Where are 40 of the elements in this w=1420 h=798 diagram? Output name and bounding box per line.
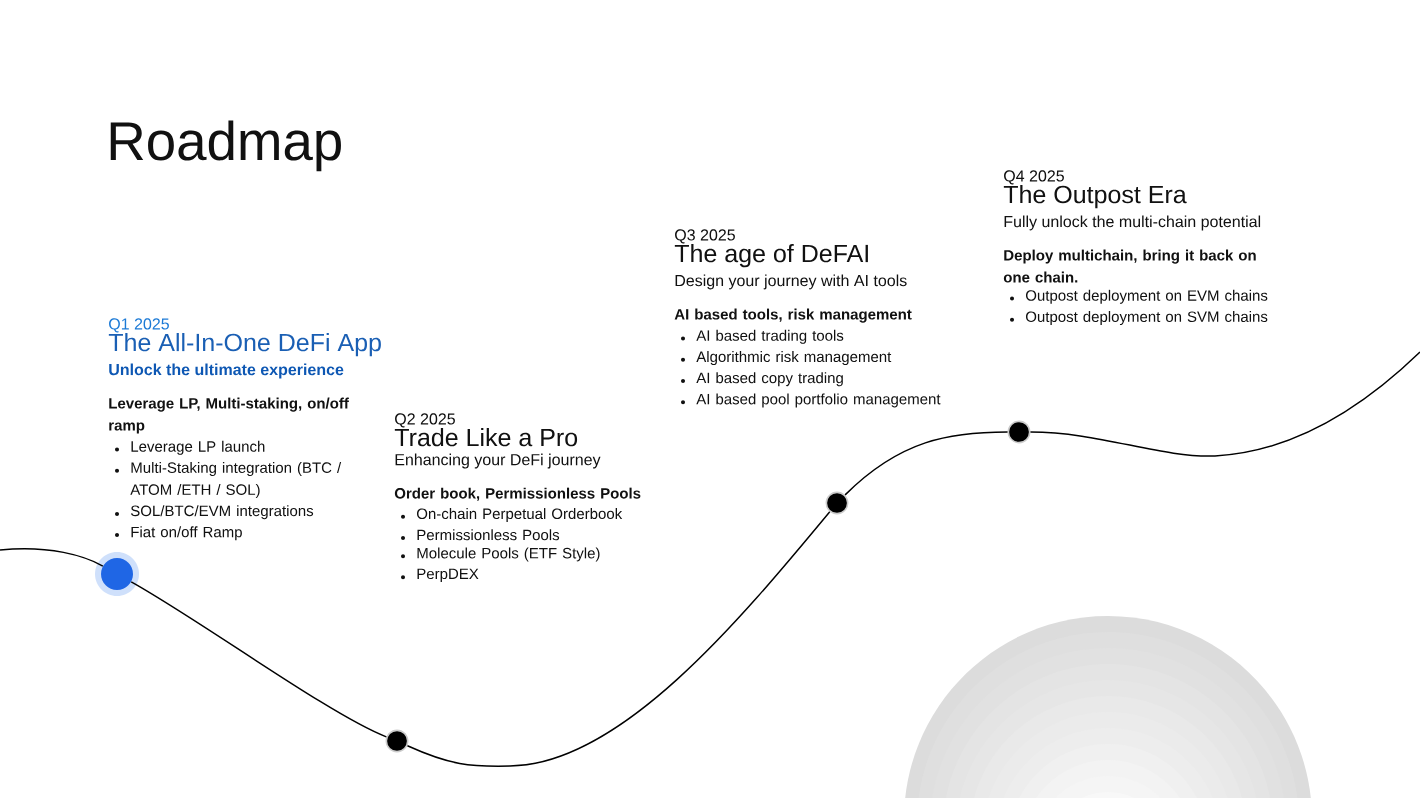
section-heading: Deploy multichain, bring it back on one chain. (1003, 249, 1256, 283)
milestone-title: Trade Like a Pro (394, 427, 578, 447)
bullet-item: PerpDEX (401, 568, 479, 583)
bullet-item: AI based trading tools (681, 329, 844, 344)
timeline-curve (406, 511, 831, 767)
quarter-label: Q3 2025 (675, 229, 735, 244)
bullet-item: Leverage LP launch (115, 440, 265, 455)
bullet-item: AI based pool portfolio management (681, 393, 941, 408)
bullet-item: Algorithmic risk management (681, 351, 892, 365)
bullet-item: Molecule Pools (ETF Style) (401, 547, 600, 562)
bullet-item: AI based copy trading (681, 372, 843, 387)
section-heading: Leverage LP, Multi-staking, on/off ramp (109, 397, 349, 434)
quarter-label: Q2 2025 (395, 413, 455, 428)
milestone-title: The All-In-One DeFi App (108, 332, 381, 357)
bullet-item: SOL/BTC/EVM integrations (115, 505, 314, 520)
timeline-curve (0, 548, 104, 567)
section-heading: Order book, Permissionless Pools (394, 487, 641, 501)
milestone-title: The age of DeFAI (674, 244, 868, 268)
bullet-item: Multi-Staking integration (BTC / ATOM /ETH / SOL) (115, 461, 342, 498)
milestone-dot (1007, 420, 1031, 444)
section-heading: AI based tools, risk management (674, 308, 912, 323)
milestone-subtitle: Enhancing your DeFi journey (395, 453, 601, 469)
milestone-dot (95, 552, 139, 596)
quarter-label: Q4 2025 (1004, 170, 1064, 185)
page-title: Roadmap (110, 120, 341, 172)
timeline-curve (1029, 351, 1420, 457)
milestone-dot (385, 729, 409, 753)
bullet-item: Outpost deployment on SVM chains (1010, 311, 1268, 325)
timeline-curve (844, 431, 1009, 496)
milestone-dot (825, 491, 849, 515)
milestone-subtitle: Fully unlock the multi-chain potential (1004, 215, 1261, 231)
bullet-item: On-chain Perpetual Orderbook (401, 508, 623, 523)
quarter-label: Q1 2025 (109, 318, 169, 333)
bullet-item: Fiat on/off Ramp (115, 526, 242, 541)
milestone-title: The Outpost Era (1003, 185, 1187, 209)
milestone-subtitle: Design your journey with AI tools (675, 274, 907, 290)
milestone-subtitle: Unlock the ultimate experience (109, 363, 344, 379)
bullet-item: Outpost deployment on EVM chains (1010, 289, 1268, 304)
timeline-curve (130, 581, 388, 738)
bullet-item: Permissionless Pools (401, 529, 560, 541)
